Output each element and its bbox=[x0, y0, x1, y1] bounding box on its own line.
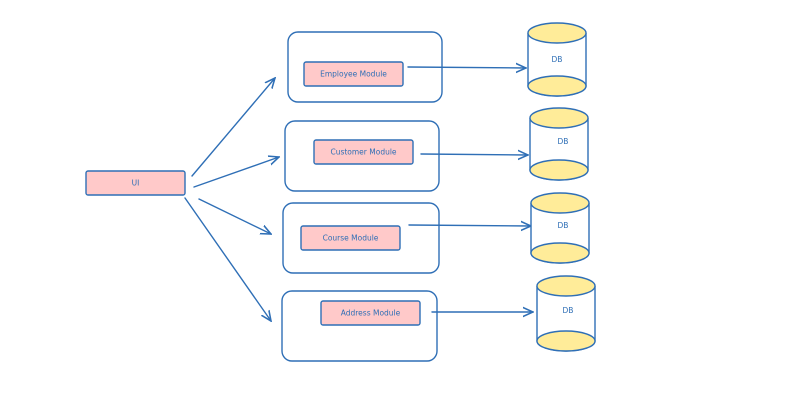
course-module-label: Course Module bbox=[323, 234, 379, 243]
edge-ui-customer bbox=[193, 157, 279, 188]
employee-db[interactable]: DB bbox=[527, 22, 587, 97]
ui-node[interactable]: UI bbox=[85, 170, 186, 196]
ui-node-label: UI bbox=[132, 179, 140, 188]
customer-container bbox=[284, 120, 440, 192]
address-module[interactable]: Address Module bbox=[320, 300, 421, 326]
edge-course-db bbox=[408, 225, 531, 226]
edge-ui-address bbox=[184, 197, 271, 321]
customer-db[interactable]: DB bbox=[529, 107, 589, 181]
edge-ui-course bbox=[198, 198, 271, 234]
customer-module-label: Customer Module bbox=[330, 148, 396, 157]
employee-db-label: DB bbox=[552, 55, 563, 64]
customer-module-group: Customer Module bbox=[284, 120, 440, 192]
address-module-label: Address Module bbox=[341, 309, 401, 318]
edge-ui-employee bbox=[191, 78, 275, 177]
customer-module[interactable]: Customer Module bbox=[313, 139, 414, 165]
address-container bbox=[281, 290, 438, 362]
address-module-group: Address Module bbox=[281, 290, 438, 362]
customer-db-label: DB bbox=[558, 137, 569, 146]
course-module-group: Course Module bbox=[282, 202, 440, 274]
course-db-label: DB bbox=[558, 221, 569, 230]
course-container bbox=[282, 202, 440, 274]
course-module[interactable]: Course Module bbox=[300, 225, 401, 251]
address-db-label: DB bbox=[563, 306, 574, 315]
course-db[interactable]: DB bbox=[530, 192, 590, 264]
employee-module-group: Employee Module bbox=[287, 31, 443, 103]
employee-module[interactable]: Employee Module bbox=[303, 61, 404, 87]
address-db[interactable]: DB bbox=[536, 275, 596, 352]
edge-employee-db bbox=[407, 67, 526, 68]
edge-customer-db bbox=[420, 154, 528, 155]
employee-module-label: Employee Module bbox=[320, 70, 387, 79]
